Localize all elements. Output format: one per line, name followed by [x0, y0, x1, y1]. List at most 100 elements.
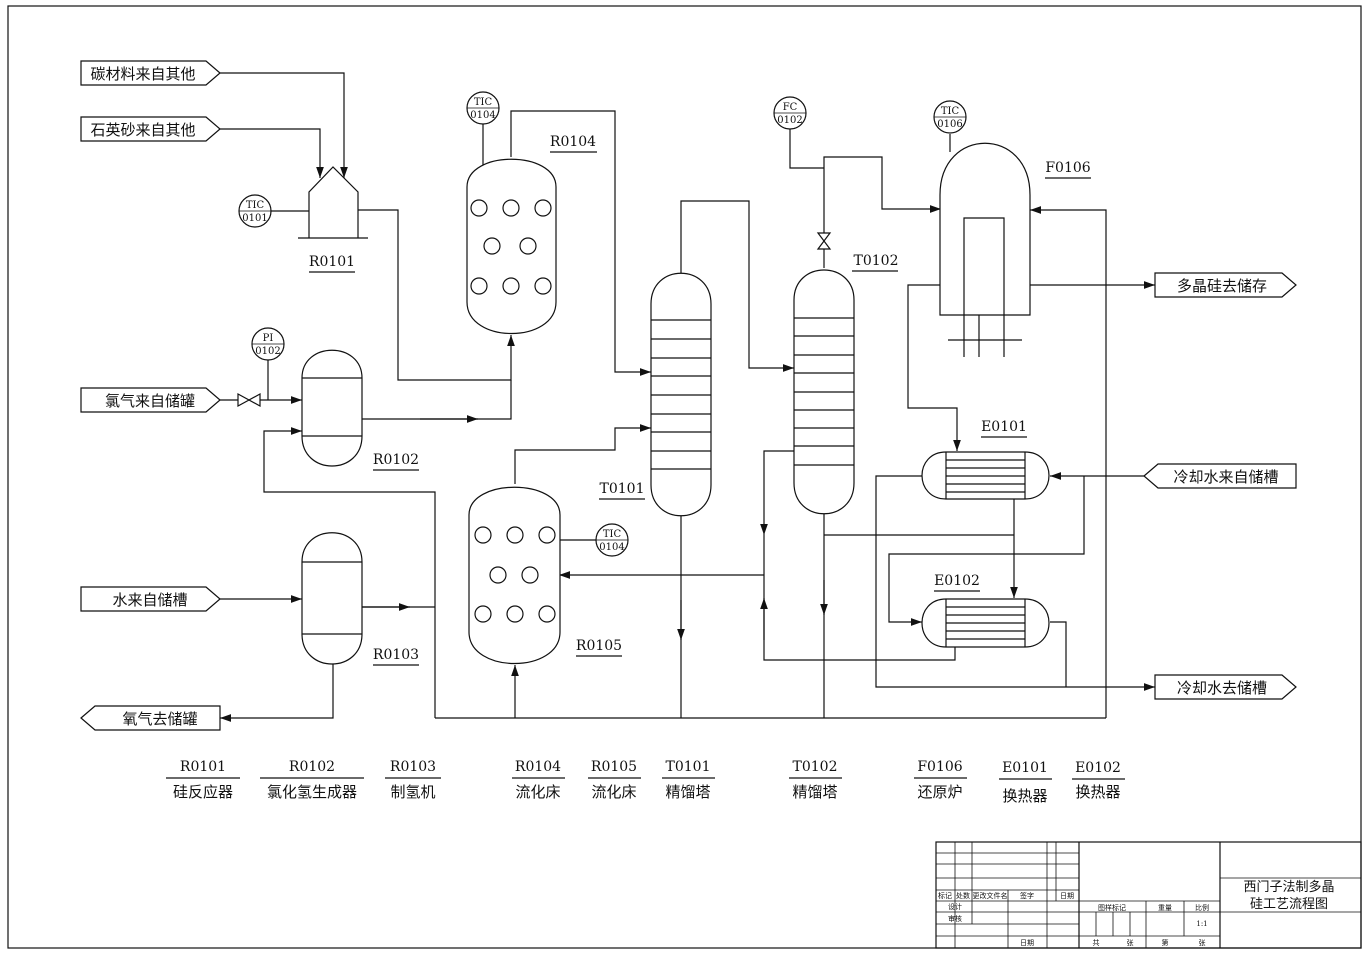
instrument-fc0102: FC 0102 [773, 96, 807, 130]
svg-text:共: 共 [1093, 938, 1100, 947]
output-polysilicon-label: 多晶硅去储存 [1177, 277, 1267, 295]
svg-text:硅反应器: 硅反应器 [173, 783, 233, 801]
svg-text:日期: 日期 [1020, 939, 1034, 947]
equipment-f0106 [939, 142, 1031, 357]
svg-text:设计: 设计 [948, 902, 962, 911]
input-carbon-label: 碳材料来自其他 [90, 65, 195, 83]
process-lines [220, 72, 1155, 722]
svg-text:T0102: T0102 [793, 759, 838, 775]
svg-text:审核: 审核 [948, 914, 962, 923]
legend-item-e0101: E0101 换热器 [999, 760, 1052, 805]
output-flag-cooling-water: 冷却水去储槽 [1154, 674, 1297, 700]
equipment-r0101 [298, 166, 368, 239]
instrument-tic0104-r0104: TIC 0104 [466, 91, 500, 125]
output-flag-oxygen: 氧气去储罐 [80, 705, 221, 731]
drawing-title-line-2: 硅工艺流程图 [1250, 897, 1328, 912]
output-cooling-label: 冷却水去储槽 [1177, 679, 1267, 697]
svg-text:R0101: R0101 [180, 759, 226, 775]
valve-t0102-feed [816, 232, 832, 250]
svg-text:流化床: 流化床 [591, 783, 636, 801]
legend-item-e0102: E0102 换热器 [1072, 760, 1125, 801]
svg-text:TIC: TIC [246, 200, 265, 211]
svg-text:氯化氢生成器: 氯化氢生成器 [267, 783, 357, 801]
equipment-e0102 [921, 598, 1050, 648]
svg-text:F0106: F0106 [917, 759, 962, 775]
svg-text:0101: 0101 [242, 213, 267, 224]
legend-item-r0102: R0102 氯化氢生成器 [260, 759, 364, 801]
legend-item-r0101: R0101 硅反应器 [166, 759, 240, 801]
instrument-tic0106: TIC 0106 [933, 100, 967, 134]
legend-item-r0104: R0104 流化床 [512, 759, 565, 801]
equipment-r0102 [301, 349, 363, 467]
svg-text:TIC: TIC [474, 97, 493, 108]
drawing-frame [7, 5, 1362, 949]
svg-text:R0105: R0105 [591, 759, 637, 775]
svg-text:R0104: R0104 [515, 759, 561, 775]
equipment-r0103 [301, 532, 363, 665]
svg-text:E0101: E0101 [1002, 760, 1048, 776]
equipment-e0101 [921, 451, 1050, 500]
instrument-tic0101: TIC 0101 [238, 194, 272, 228]
svg-text:标记: 标记 [938, 891, 952, 900]
svg-text:日期: 日期 [1060, 892, 1074, 900]
title-block: 标记 处数 更改文件名 签字 日期 设计 审核 日期 图样标记 重量 比例 1:… [935, 841, 1362, 949]
svg-text:0104: 0104 [599, 542, 624, 553]
tag-f0106: F0106 [1045, 160, 1090, 176]
input-flag-cooling-water: 冷却水来自储槽 [1143, 463, 1297, 489]
input-cooling-label: 冷却水来自储槽 [1173, 468, 1278, 486]
svg-text:R0103: R0103 [390, 759, 436, 775]
legend-item-t0102: T0102 精馏塔 [789, 759, 842, 801]
svg-text:T0101: T0101 [666, 759, 711, 775]
legend-item-r0103: R0103 制氢机 [385, 759, 441, 801]
legend-item-f0106: F0106 还原炉 [914, 759, 967, 801]
svg-text:换热器: 换热器 [1002, 787, 1047, 805]
svg-text:0104: 0104 [470, 110, 495, 121]
equipment-tags: R0101 R0104 R0102 R0103 R0105 T0101 T010… [309, 134, 1091, 666]
svg-text:精馏塔: 精馏塔 [665, 783, 710, 801]
svg-text:处数: 处数 [956, 891, 970, 900]
tag-e0101: E0101 [981, 419, 1027, 435]
equipment-t0102 [793, 269, 855, 515]
valve-chlorine [237, 392, 261, 408]
svg-text:E0102: E0102 [1075, 760, 1121, 776]
svg-text:张: 张 [1127, 938, 1134, 947]
output-oxygen-label: 氧气去储罐 [122, 710, 197, 728]
tag-r0103: R0103 [373, 647, 419, 663]
svg-text:R0102: R0102 [289, 759, 335, 775]
equipment-r0104 [466, 158, 557, 335]
svg-text:TIC: TIC [941, 106, 960, 117]
equipment-legend: R0101 硅反应器 R0102 氯化氢生成器 R0103 制氢机 R0104 … [166, 759, 1125, 805]
drawing-title-line-1: 西门子法制多晶 [1243, 879, 1334, 895]
svg-text:图样标记: 图样标记 [1098, 903, 1126, 912]
equipment-r0105 [468, 486, 561, 665]
input-flag-carbon: 碳材料来自其他 [80, 60, 221, 86]
svg-text:张: 张 [1199, 938, 1206, 947]
svg-text:换热器: 换热器 [1075, 783, 1120, 801]
input-water-label: 水来自储槽 [112, 591, 187, 609]
instrument-tic0104-r0105: TIC 0104 [595, 523, 629, 557]
input-flag-quartz: 石英砂来自其他 [80, 116, 221, 142]
tag-e0102: E0102 [934, 573, 980, 589]
svg-text:还原炉: 还原炉 [917, 783, 962, 801]
tag-r0102: R0102 [373, 452, 419, 468]
legend-item-t0101: T0101 精馏塔 [662, 759, 715, 801]
legend-item-r0105: R0105 流化床 [588, 759, 641, 801]
svg-text:制氢机: 制氢机 [390, 783, 435, 801]
svg-text:FC: FC [783, 102, 798, 113]
tag-r0104: R0104 [550, 134, 596, 150]
svg-text:精馏塔: 精馏塔 [792, 783, 837, 801]
tag-t0101: T0101 [600, 481, 645, 497]
svg-text:0102: 0102 [255, 346, 280, 357]
svg-text:PI: PI [263, 333, 274, 344]
tag-r0105: R0105 [576, 638, 622, 654]
svg-text:0106: 0106 [937, 119, 962, 130]
input-flag-chlorine: 氯气来自储罐 [80, 387, 221, 413]
svg-text:1:1: 1:1 [1196, 920, 1207, 928]
tag-r0101: R0101 [309, 254, 355, 270]
svg-text:0102: 0102 [777, 115, 802, 126]
svg-text:比例: 比例 [1195, 903, 1209, 912]
svg-text:签字: 签字 [1020, 891, 1034, 900]
input-chlorine-label: 氯气来自储罐 [105, 392, 195, 410]
svg-text:更改文件名: 更改文件名 [973, 891, 1008, 900]
